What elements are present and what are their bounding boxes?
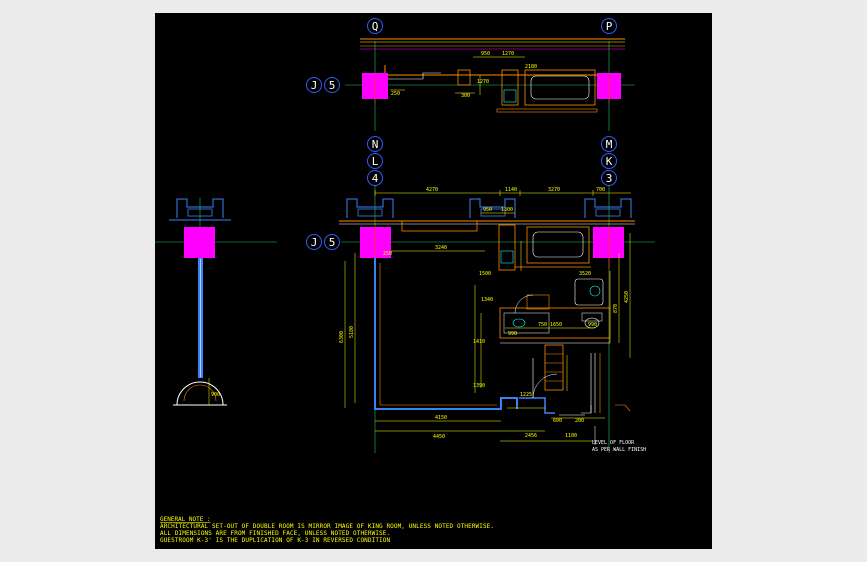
dim-label: 600 — [553, 418, 562, 424]
dim-label: 6300 — [339, 331, 345, 343]
svg-text:P: P — [606, 20, 613, 33]
note-line: ALL DIMENSIONS ARE FROM FINISHED FACE, U… — [160, 530, 390, 537]
dim-label: 5180 — [349, 326, 355, 338]
dim-label: 3240 — [435, 245, 447, 251]
column-k3 — [593, 227, 624, 258]
dim-label: 250 — [383, 251, 392, 257]
dim-label: 1100 — [565, 433, 577, 439]
grid-bubble-p[interactable]: P — [601, 18, 617, 34]
grid-bubble-m[interactable]: M — [601, 136, 617, 152]
svg-text:4: 4 — [372, 172, 379, 185]
dim-label: 1340 — [481, 297, 493, 303]
svg-text:5: 5 — [329, 79, 336, 92]
svg-text:Q: Q — [372, 20, 379, 33]
svg-text:5: 5 — [329, 236, 336, 249]
svg-text:M: M — [606, 138, 613, 151]
drawing-sheet[interactable]: 950 1270 1270 250 300 2180 Q P J — [155, 13, 712, 549]
dim-label: 2180 — [525, 64, 537, 70]
note-line: GUESTROOM K-3' IS THE DUPLICATION OF K-3… — [160, 537, 390, 544]
notes-title: GENERAL NOTE : — [160, 516, 211, 523]
callout-text: AS PER WALL FINISH — [592, 447, 646, 453]
dim-label: 1410 — [473, 339, 485, 345]
grid-bubble-k[interactable]: K — [601, 153, 617, 169]
svg-text:N: N — [372, 138, 379, 151]
dim-label: 250 — [391, 91, 400, 97]
dim-label: 990 — [508, 331, 517, 337]
dim-label: 1500 — [479, 271, 491, 277]
dim-label: 1300 — [501, 207, 513, 213]
column-l4 — [360, 227, 391, 258]
general-notes: GENERAL NOTE : ARCHITECTURAL SET-OUT OF … — [160, 516, 494, 544]
dim-label: 4150 — [435, 415, 447, 421]
dim-label: 990 — [588, 322, 597, 328]
grid-bubble-3[interactable]: 3 — [601, 170, 617, 186]
dim-label: 1270 — [477, 79, 489, 85]
dim-label: 200 — [575, 418, 584, 424]
dim-label: 1225 — [520, 392, 532, 398]
dim-label: 900 — [211, 392, 220, 398]
dim-label: 2456 — [525, 433, 537, 439]
dim-label: 700 — [596, 187, 605, 193]
dim-label: 300 — [461, 93, 470, 99]
svg-text:L: L — [372, 155, 379, 168]
grid-bubble-j-lower[interactable]: J — [306, 234, 322, 250]
main-floor-plan: 4270 1140 3270 700 950 1300 3240 250 150… — [339, 185, 655, 453]
grid-bubble-j-upper[interactable]: J — [306, 77, 322, 93]
svg-text:K: K — [606, 155, 613, 168]
dim-label: 1140 — [505, 187, 517, 193]
dim-label: 870 — [613, 304, 619, 313]
svg-text:J: J — [311, 236, 318, 249]
dim-label: 4250 — [624, 291, 630, 303]
svg-text:3: 3 — [606, 172, 613, 185]
dim-label: 3270 — [548, 187, 560, 193]
dim-label: 750 — [538, 322, 547, 328]
grid-bubble-q[interactable]: Q — [367, 18, 383, 34]
dim-label: 1270 — [502, 51, 514, 57]
top-partial-plan: 950 1270 1270 250 300 2180 — [345, 38, 635, 131]
dim-label: 4450 — [433, 434, 445, 440]
dim-label: 4270 — [426, 187, 438, 193]
dim-label: 1650 — [550, 322, 562, 328]
dim-label: 1390 — [473, 383, 485, 389]
svg-text:J: J — [311, 79, 318, 92]
floor-plan-drawing: 950 1270 1270 250 300 2180 Q P J — [155, 18, 655, 544]
grid-bubble-5-lower[interactable]: 5 — [324, 234, 340, 250]
grid-bubble-l[interactable]: L — [367, 153, 383, 169]
grid-bubble-4[interactable]: 4 — [367, 170, 383, 186]
dim-label: 950 — [483, 207, 492, 213]
dimension-lines — [344, 190, 631, 442]
callout-text: LEVEL OF FLOOR — [592, 440, 635, 446]
dim-label: 950 — [481, 51, 490, 57]
grid-bubble-n[interactable]: N — [367, 136, 383, 152]
dim-label: 3520 — [579, 271, 591, 277]
column-section-detail: 900 — [155, 198, 277, 406]
grid-bubble-5-upper[interactable]: 5 — [324, 77, 340, 93]
note-line: ARCHITECTURAL SET-OUT OF DOUBLE ROOM IS … — [160, 523, 494, 530]
